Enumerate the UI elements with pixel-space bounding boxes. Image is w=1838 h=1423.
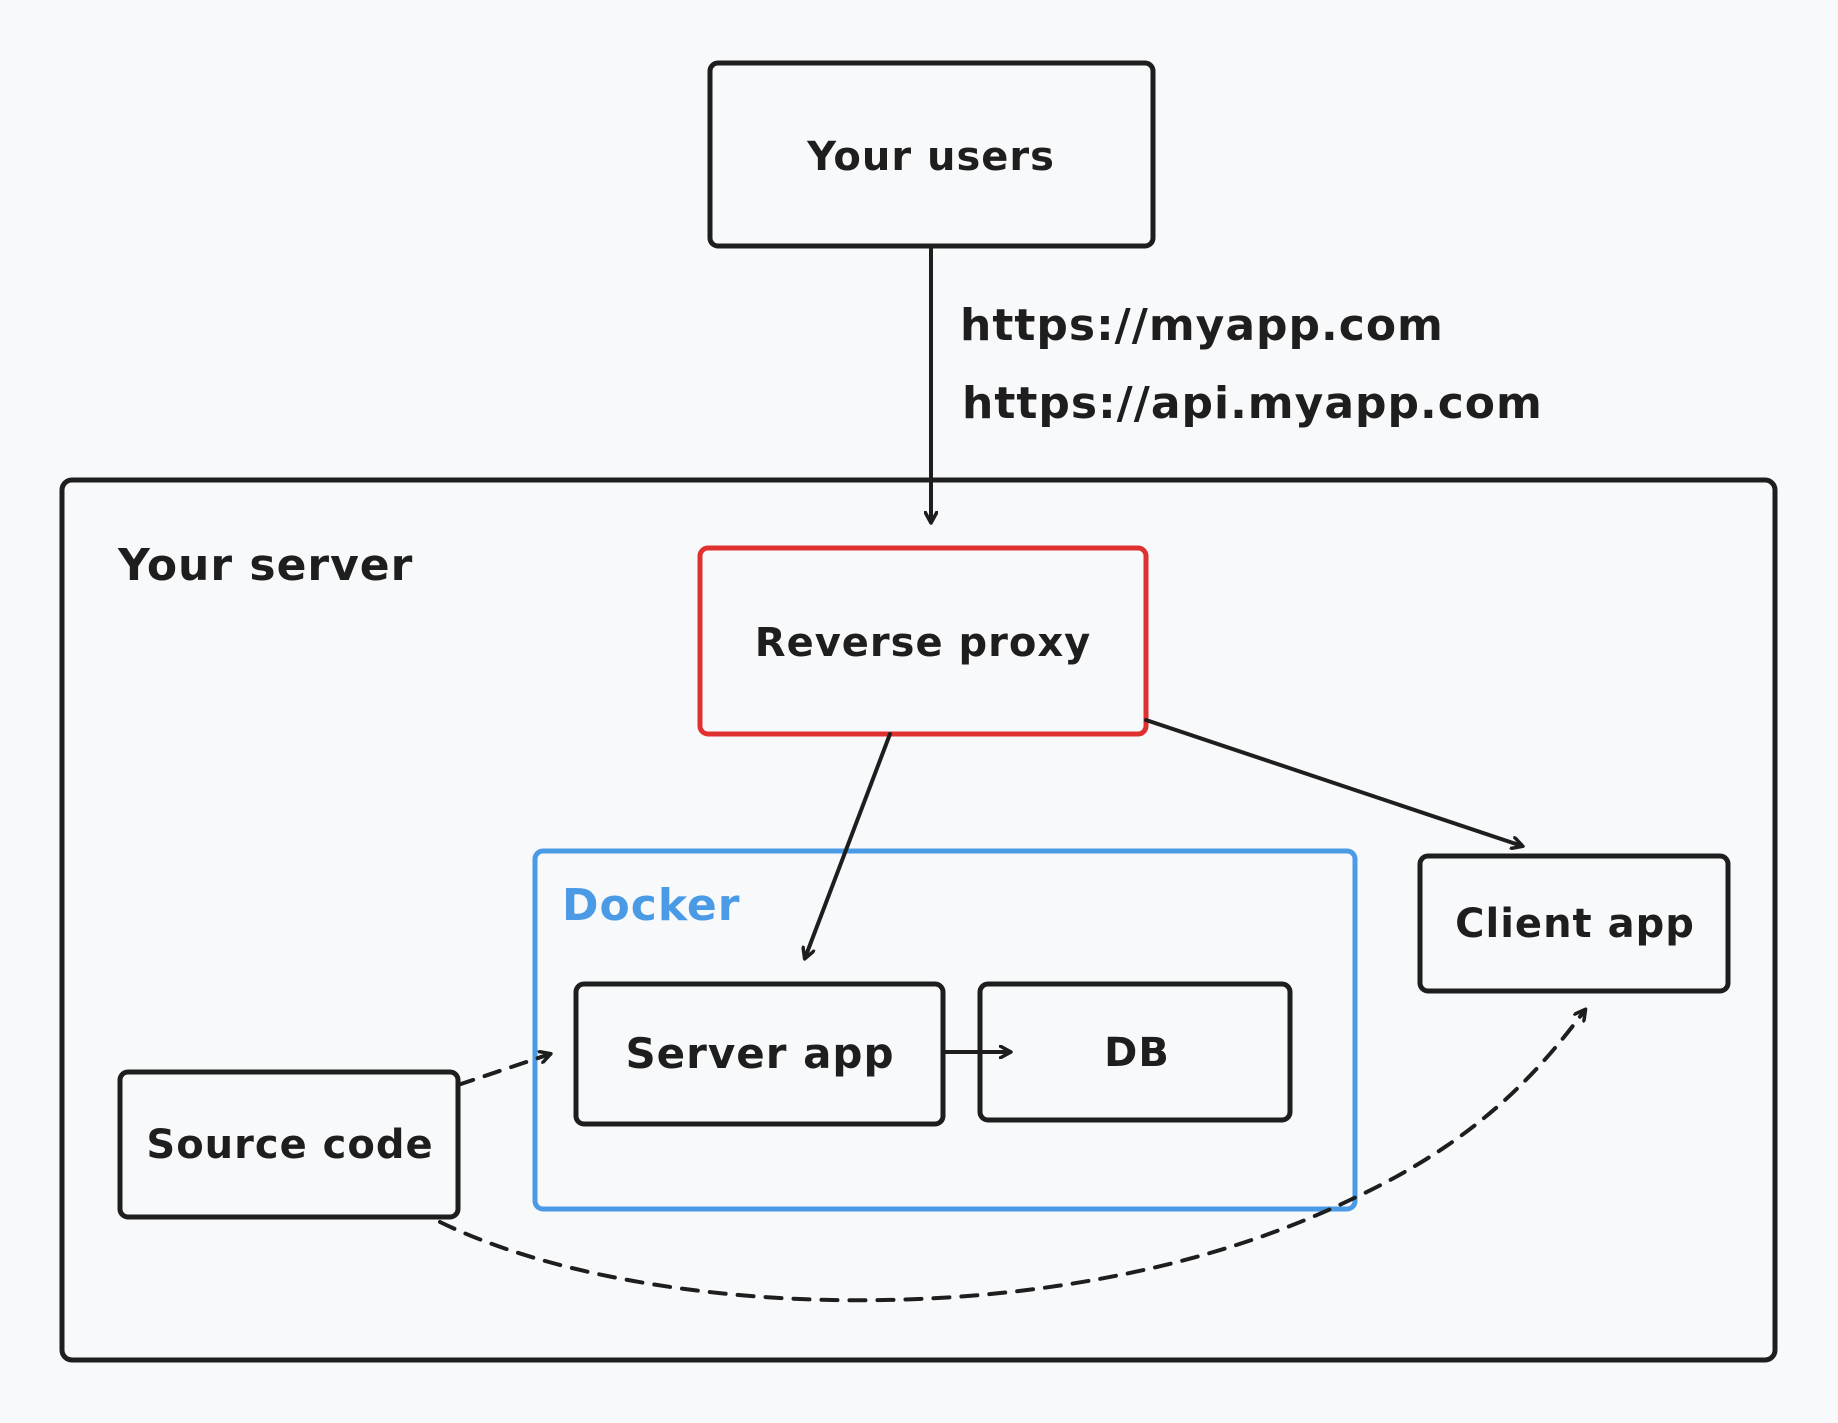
server-container: Your server [59,477,1778,1363]
proxy-node[interactable]: Reverse proxy [697,545,1149,737]
edge-source-code-to-server-app [456,1054,550,1087]
client-app-node-border [1417,853,1731,994]
edge-label-url-main: https://myapp.com [960,300,1444,351]
docker-container: Docker [532,848,1358,1212]
docker-container-border [532,848,1358,1212]
client-app-node[interactable]: Client app [1417,853,1731,994]
edge-label-url-api: https://api.myapp.com [962,378,1543,429]
server-container-border [59,477,1778,1363]
edge-proxy-to-server-app [805,732,892,958]
users-node[interactable]: Your users [707,60,1156,249]
server-app-node-label: Server app [625,1029,894,1078]
users-node-label: Your users [806,134,1055,180]
server-app-node[interactable]: Server app [573,981,946,1127]
proxy-node-border [697,545,1149,737]
proxy-node-label: Reverse proxy [755,620,1091,666]
edge-proxy-to-client-app [1144,718,1522,846]
edge-source-code-to-client-app [438,1010,1585,1303]
source-code-node-label: Source code [146,1122,433,1168]
source-code-node-border [117,1069,461,1220]
client-app-node-label: Client app [1455,901,1695,947]
db-node-label: DB [1104,1030,1170,1076]
db-node[interactable]: DB [977,981,1293,1123]
docker-container-label: Docker [562,880,740,931]
server-container-label: Your server [117,540,413,591]
source-code-node[interactable]: Source code [117,1069,461,1220]
